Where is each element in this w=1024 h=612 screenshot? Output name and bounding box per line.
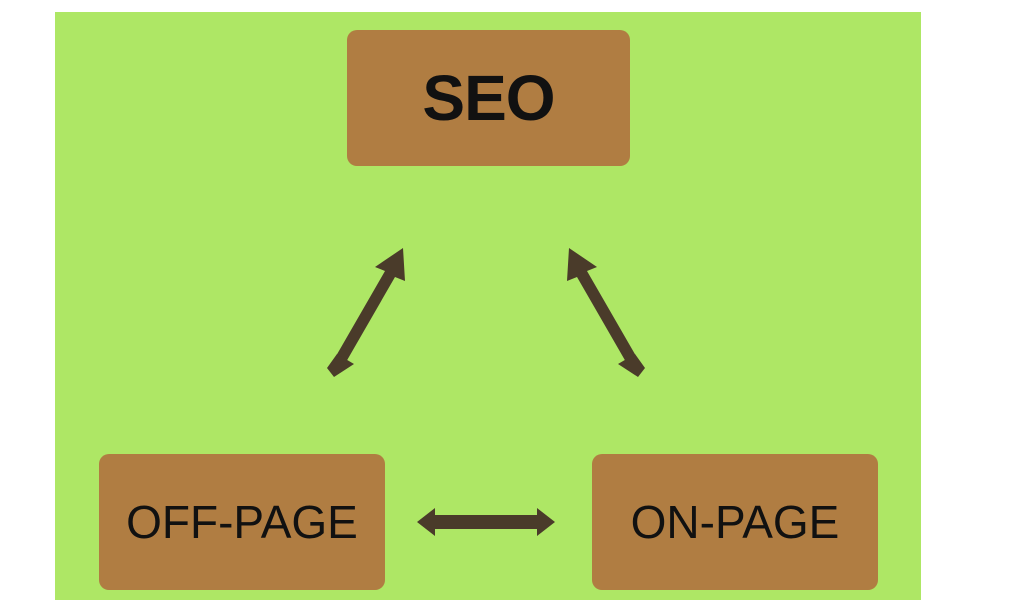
connectors: [327, 248, 645, 536]
seo-to-on-page-arrowhead-bottom: [618, 354, 645, 377]
off-page-node-label: OFF-PAGE: [126, 496, 358, 548]
seo-node-label: SEO: [422, 62, 555, 134]
off-page-to-seo-arrowhead-bottom: [327, 354, 354, 377]
seo-to-on-page-arrow: [567, 248, 640, 369]
on-page-node-label: ON-PAGE: [630, 496, 840, 548]
off-page-node: OFF-PAGE: [99, 454, 385, 590]
seo-node: SEO: [347, 30, 630, 166]
diagram-canvas: SEO OFF-PAGE ON-PAGE: [55, 12, 921, 600]
off-page-to-on-page-arrow: [417, 508, 555, 536]
off-page-to-seo-arrow: [332, 248, 405, 369]
on-page-node: ON-PAGE: [592, 454, 878, 590]
